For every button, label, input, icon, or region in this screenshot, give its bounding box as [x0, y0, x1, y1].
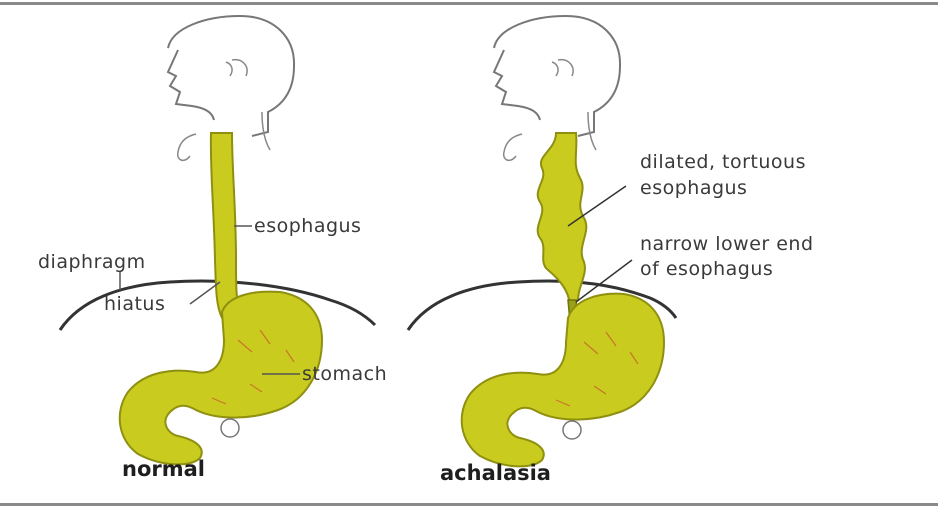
- achalasia-pylorus: [563, 421, 581, 439]
- label-dilated-line2: esophagus: [640, 177, 747, 199]
- label-diaphragm: diaphragm: [38, 251, 146, 273]
- label-stomach: stomach: [302, 363, 387, 385]
- achalasia-stomach: [462, 294, 664, 467]
- label-dilated-line1: dilated, tortuous: [640, 151, 806, 173]
- top-rule: [0, 2, 938, 5]
- bottom-rule: [0, 503, 938, 506]
- achalasia-figure: dilated, tortuous esophagus narrow lower…: [408, 16, 814, 485]
- label-narrow-line1: narrow lower end: [640, 233, 814, 255]
- normal-head-outline: [168, 16, 294, 136]
- label-esophagus: esophagus: [254, 215, 361, 237]
- normal-ear: [226, 60, 247, 76]
- normal-pylorus: [221, 419, 239, 437]
- label-narrow-line2: of esophagus: [640, 258, 773, 280]
- achalasia-ear: [552, 60, 573, 76]
- caption-achalasia: achalasia: [440, 461, 551, 485]
- achalasia-head-outline: [494, 16, 620, 136]
- label-hiatus: hiatus: [104, 293, 165, 315]
- normal-figure: esophagus diaphragm hiatus stomach norma…: [38, 16, 387, 481]
- caption-normal: normal: [122, 457, 205, 481]
